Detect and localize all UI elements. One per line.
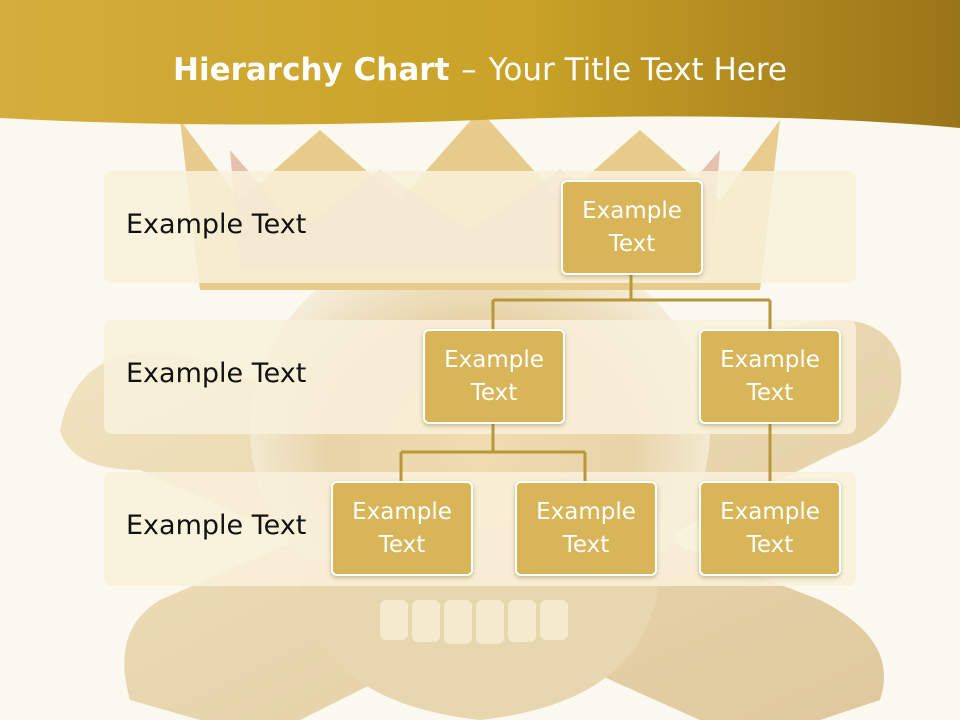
level-label-2: Example Text [126, 358, 307, 389]
node-level2-right: Example Text [699, 329, 841, 424]
header-banner [0, 0, 960, 128]
title-dash: – [461, 52, 477, 88]
slide-title: Hierarchy Chart – Your Title Text Here [0, 52, 960, 88]
level-label-3: Example Text [126, 510, 307, 541]
level-row-1: Example Text [104, 171, 856, 283]
node-level2-right-text: Example Text [720, 346, 820, 406]
node-level3-b-text: Example Text [536, 498, 636, 558]
node-level2-left-text: Example Text [444, 346, 544, 406]
title-rest: Your Title Text Here [488, 52, 787, 88]
node-root-text: Example Text [582, 197, 682, 257]
node-root: Example Text [561, 180, 703, 275]
node-level3-c: Example Text [699, 481, 841, 576]
level-label-1: Example Text [126, 209, 307, 240]
node-level3-a-text: Example Text [352, 498, 452, 558]
node-level2-left: Example Text [423, 329, 565, 424]
node-level3-a: Example Text [331, 481, 473, 576]
node-level3-c-text: Example Text [720, 498, 820, 558]
title-bold: Hierarchy Chart [173, 52, 450, 88]
node-level3-b: Example Text [515, 481, 657, 576]
